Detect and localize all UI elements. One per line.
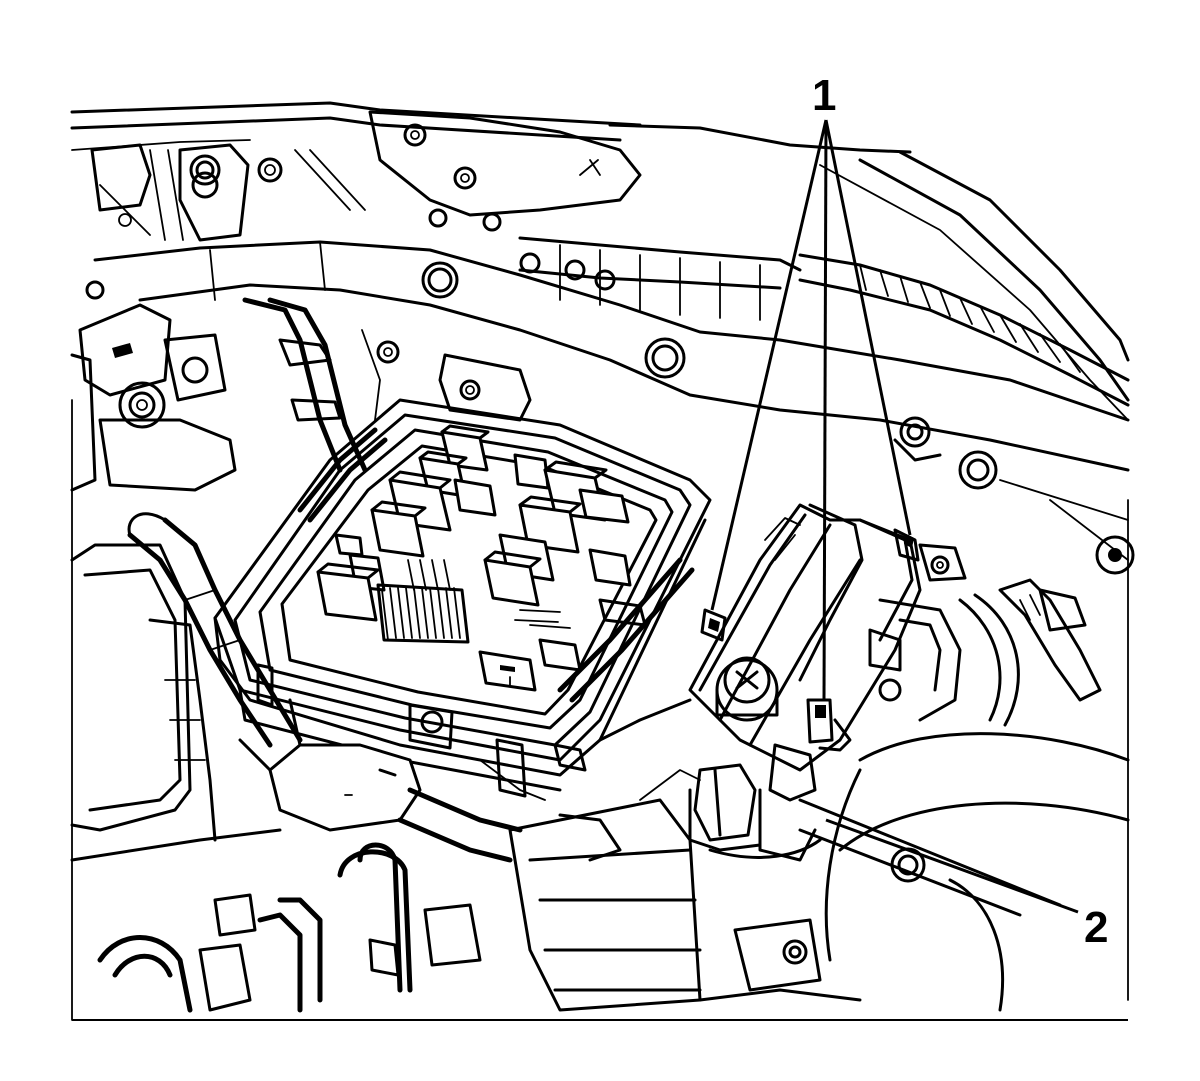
engine-bay-background bbox=[70, 101, 1130, 1021]
relays bbox=[316, 424, 632, 622]
leader-1a bbox=[710, 119, 828, 611]
leader-1c bbox=[824, 119, 912, 536]
fuse-relay-box bbox=[213, 353, 712, 798]
callout-label-1: 1 bbox=[812, 71, 837, 120]
lower-harness bbox=[97, 698, 862, 1013]
callout-label-2: 2 bbox=[1084, 903, 1109, 952]
fuse-rows bbox=[334, 533, 647, 692]
leader-1b bbox=[822, 119, 828, 701]
leader-lines bbox=[710, 119, 1079, 914]
leader-2 bbox=[825, 818, 1079, 914]
control-module bbox=[688, 503, 962, 862]
right-side-components bbox=[798, 416, 1135, 1012]
